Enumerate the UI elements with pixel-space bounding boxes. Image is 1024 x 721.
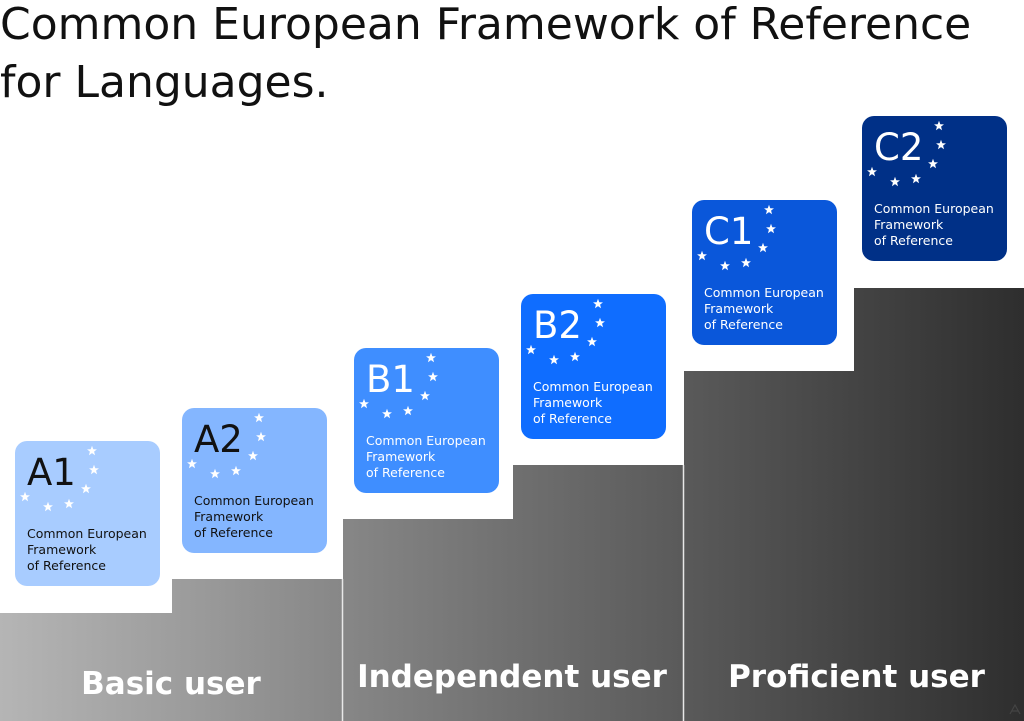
- star-icon: [867, 166, 877, 177]
- title-line-2: for Languages.: [0, 57, 329, 108]
- step-label-basic-user: Basic user: [81, 666, 261, 702]
- star-icon: [526, 344, 536, 355]
- level-card-c2: C2 Common European Framework of Referenc…: [862, 116, 1007, 261]
- star-icon: [587, 336, 597, 347]
- star-icon: [87, 445, 97, 456]
- star-icon: [210, 468, 220, 479]
- framework-text-line: Framework: [704, 301, 774, 316]
- star-icon: [403, 405, 413, 416]
- star-icon: [549, 354, 559, 365]
- star-icon: [20, 491, 30, 502]
- level-code: C1: [704, 210, 754, 253]
- star-icon: [720, 260, 730, 271]
- star-icon: [890, 176, 900, 187]
- star-icon: [256, 431, 266, 442]
- star-icon: [595, 317, 605, 328]
- framework-text-line: Framework: [874, 217, 944, 232]
- star-icon: [928, 158, 938, 169]
- framework-text-line: of Reference: [366, 465, 445, 480]
- level-code: B2: [533, 304, 582, 347]
- framework-text: Common European Framework of Reference: [704, 285, 832, 333]
- star-icon: [43, 501, 53, 512]
- star-icon: [936, 139, 946, 150]
- star-icon: [382, 408, 392, 419]
- star-icon: [570, 351, 580, 362]
- star-icon: [89, 464, 99, 475]
- star-icon: [254, 412, 264, 423]
- framework-text: Common European Framework of Reference: [27, 526, 155, 574]
- step-label-proficient-user: Proficient user: [728, 659, 985, 695]
- framework-text-line: Common European: [533, 379, 653, 394]
- eu-stars-icon: [526, 298, 605, 365]
- framework-text-line: Common European: [366, 433, 486, 448]
- star-icon: [359, 398, 369, 409]
- star-icon: [741, 257, 751, 268]
- star-icon: [187, 458, 197, 469]
- framework-text-line: of Reference: [27, 558, 106, 573]
- star-icon: [248, 450, 258, 461]
- star-icon: [593, 298, 603, 309]
- framework-text-line: Framework: [366, 449, 436, 464]
- framework-text-line: Common European: [27, 526, 147, 541]
- level-code: A1: [27, 451, 76, 494]
- level-code: B1: [366, 358, 415, 401]
- framework-text-line: Common European: [874, 201, 994, 216]
- eu-stars-icon: [867, 120, 946, 187]
- eu-stars-icon: [697, 204, 776, 271]
- framework-text: Common European Framework of Reference: [194, 493, 322, 541]
- diagram-title: Common European Framework of Reference f…: [0, 0, 1024, 112]
- star-icon: [934, 120, 944, 131]
- level-card-b2: B2 Common European Framework of Referenc…: [521, 294, 666, 439]
- framework-text: Common European Framework of Reference: [533, 379, 661, 427]
- framework-text-line: of Reference: [533, 411, 612, 426]
- star-icon: [426, 352, 436, 363]
- corner-mark-icon: [1009, 703, 1021, 715]
- level-card-a2: A2 Common European Framework of Referenc…: [182, 408, 327, 553]
- star-icon: [764, 204, 774, 215]
- level-code: A2: [194, 418, 243, 461]
- star-icon: [231, 465, 241, 476]
- star-icon: [758, 242, 768, 253]
- star-icon: [420, 390, 430, 401]
- star-icon: [428, 371, 438, 382]
- framework-text-line: Framework: [533, 395, 603, 410]
- eu-stars-icon: [359, 352, 438, 419]
- star-icon: [64, 498, 74, 509]
- framework-text-line: Framework: [27, 542, 97, 557]
- framework-text: Common European Framework of Reference: [874, 201, 1002, 249]
- framework-text-line: of Reference: [704, 317, 783, 332]
- level-card-c1: C1 Common European Framework of Referenc…: [692, 200, 837, 345]
- level-card-a1: A1 Common European Framework of Referenc…: [15, 441, 160, 586]
- star-icon: [81, 483, 91, 494]
- star-icon: [697, 250, 707, 261]
- framework-text-line: of Reference: [194, 525, 273, 540]
- level-card-b1: B1 Common European Framework of Referenc…: [354, 348, 499, 493]
- title-line-1: Common European Framework of Reference: [0, 0, 972, 50]
- star-icon: [911, 173, 921, 184]
- star-icon: [766, 223, 776, 234]
- framework-text-line: Framework: [194, 509, 264, 524]
- framework-text-line: of Reference: [874, 233, 953, 248]
- framework-text-line: Common European: [704, 285, 824, 300]
- step-label-independent-user: Independent user: [357, 659, 667, 695]
- staircase-shape: [0, 288, 1024, 721]
- level-code: C2: [874, 126, 924, 169]
- framework-text-line: Common European: [194, 493, 314, 508]
- eu-stars-icon: [187, 412, 266, 479]
- framework-text: Common European Framework of Reference: [366, 433, 494, 481]
- eu-stars-icon: [20, 445, 99, 512]
